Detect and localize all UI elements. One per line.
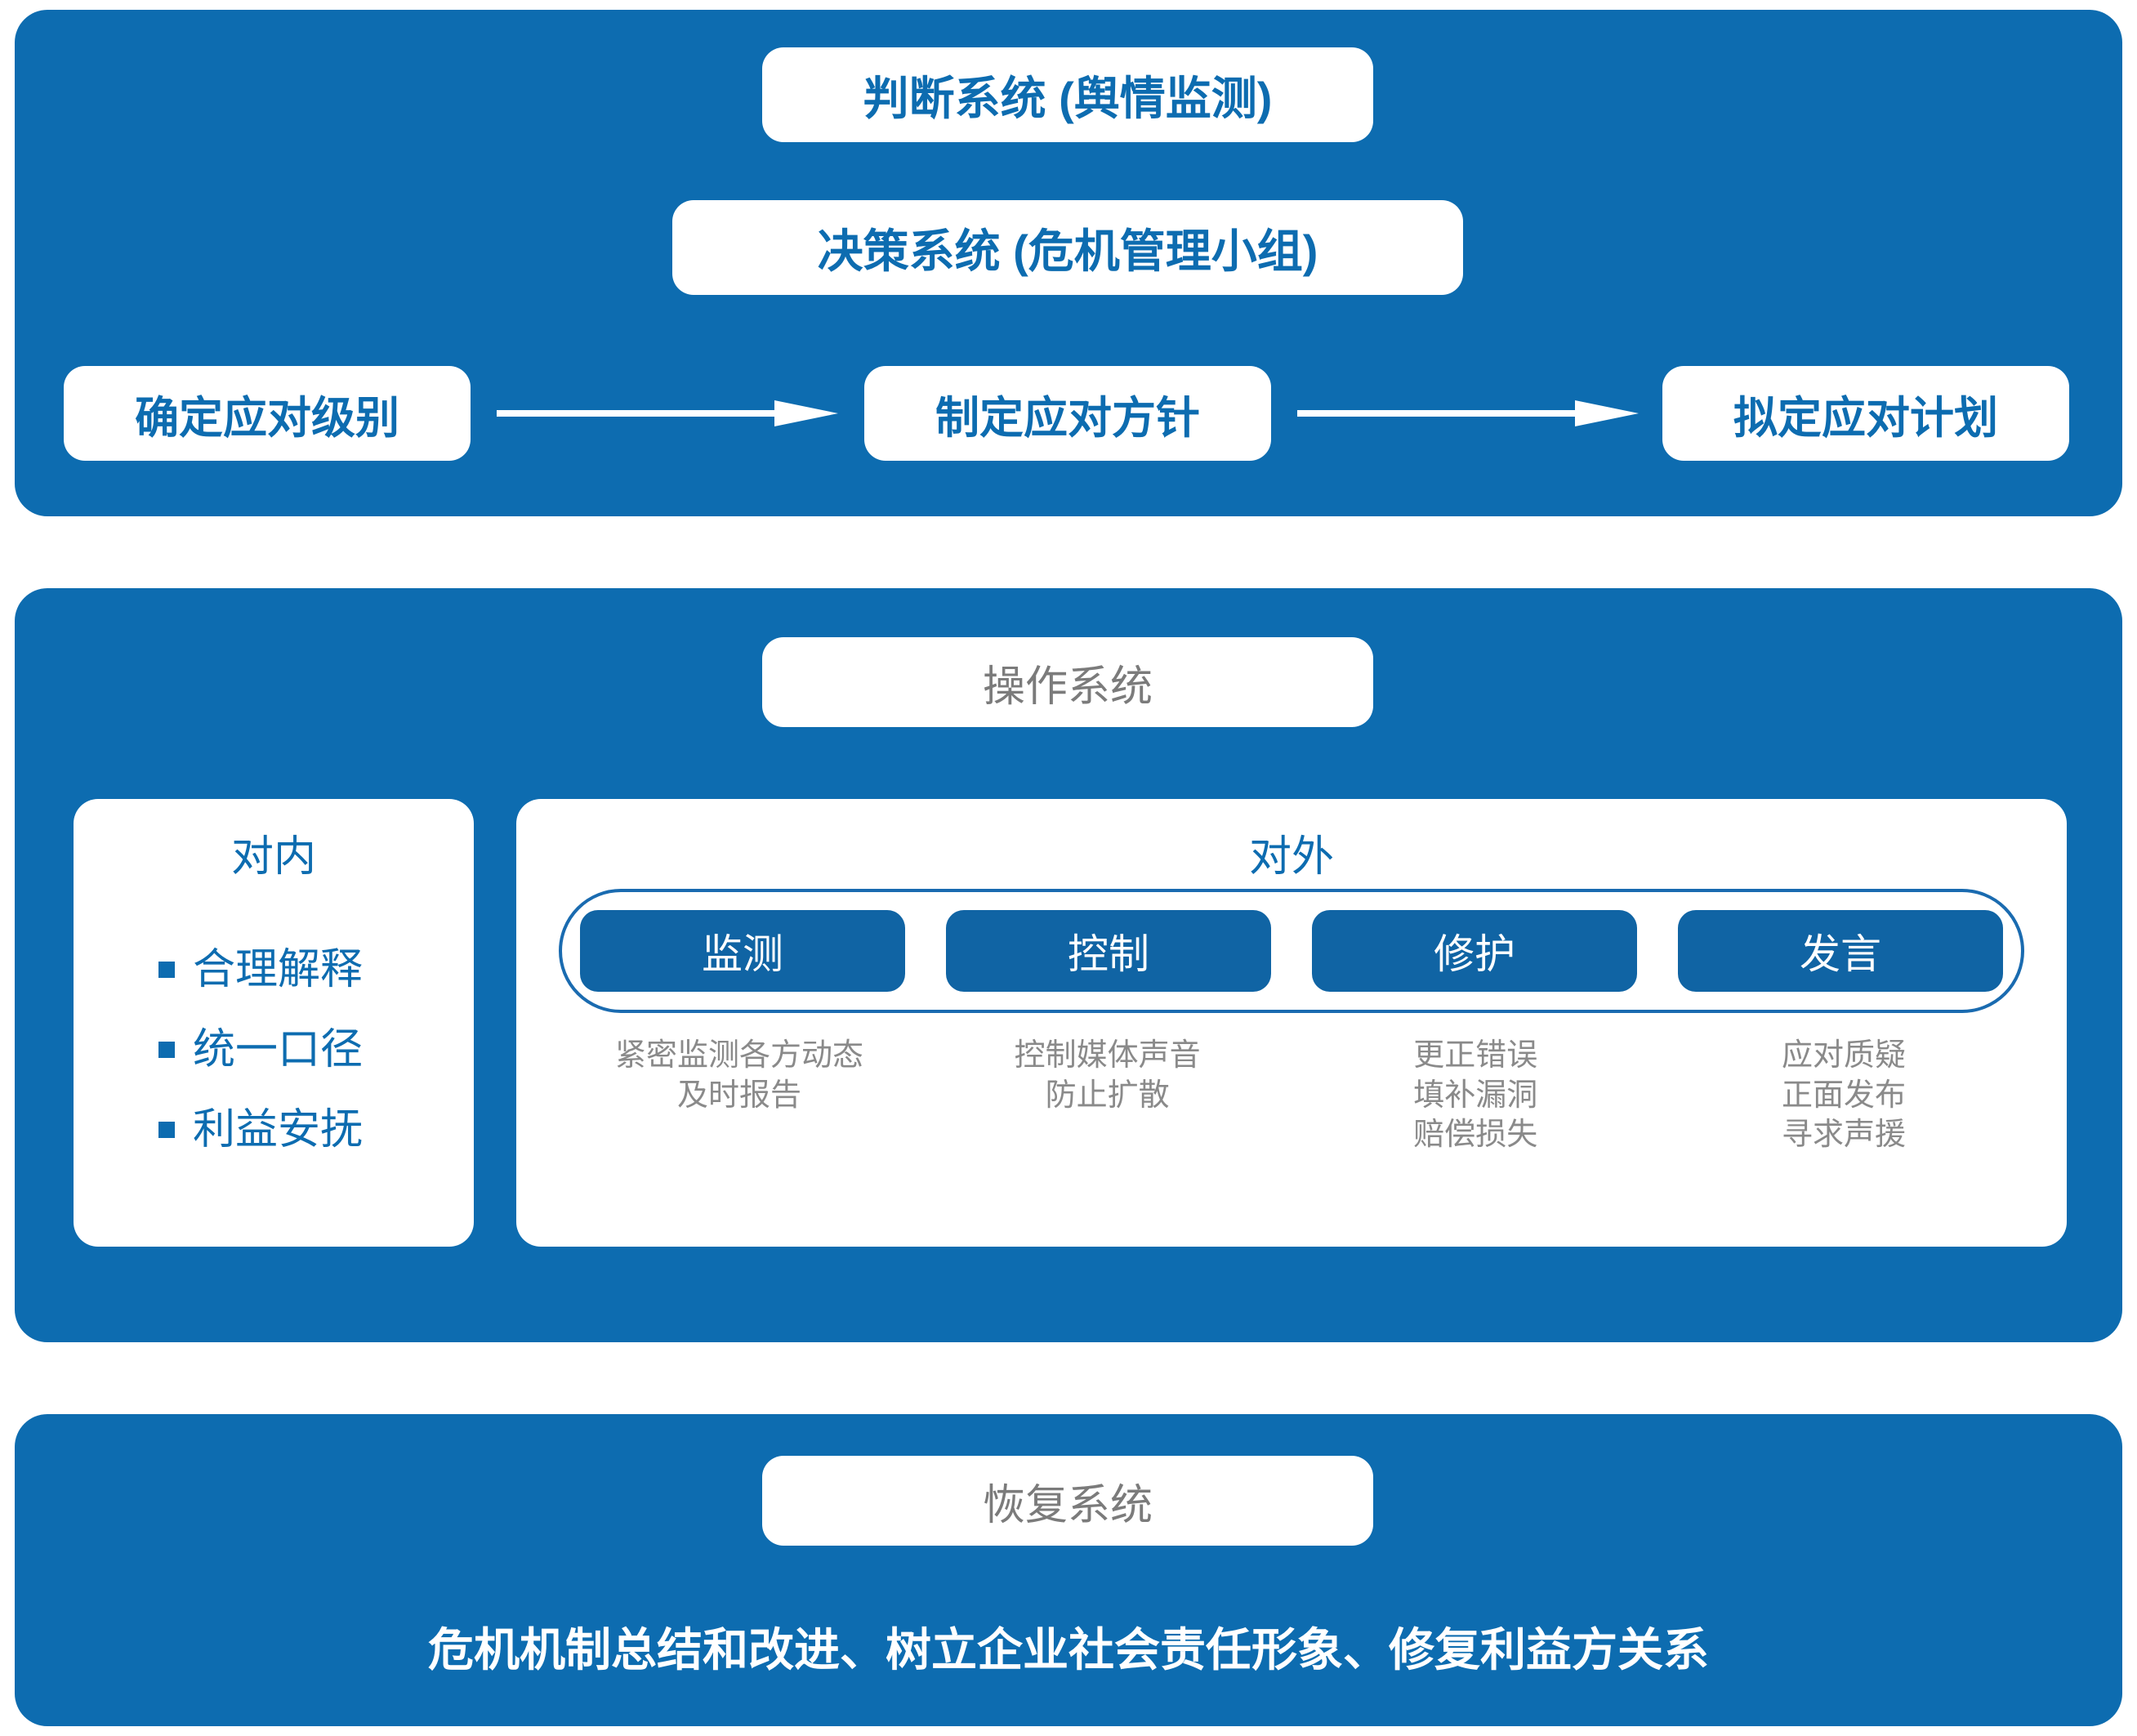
internal-card: 对内 合理解释 统一口径 利益安抚: [74, 799, 474, 1247]
external-action-control[interactable]: 控制: [946, 910, 1271, 992]
external-action-monitor[interactable]: 监测: [580, 910, 905, 992]
flow-step-determine-level[interactable]: 确定应对级别: [64, 366, 471, 461]
external-description-speak: 应对质疑 正面发布 寻求声援: [1681, 1036, 2006, 1155]
description-line: 填补漏洞: [1413, 1078, 1538, 1113]
square-bullet-icon: [158, 1042, 175, 1058]
external-card-title: 对外: [1248, 833, 1334, 881]
judge-system-chip[interactable]: 判断系统 (舆情监测): [762, 47, 1373, 142]
square-bullet-icon: [158, 962, 175, 978]
description-line: 紧密监测各方动态: [614, 1038, 863, 1073]
response-flow-row: 确定应对级别 制定应对方针 拟定应对计划: [0, 366, 2137, 461]
description-line: 应对质疑: [1781, 1038, 1906, 1073]
description-line: 防止扩散: [1045, 1078, 1170, 1113]
description-line: 正面发布: [1781, 1078, 1906, 1113]
list-item-label: 统一口径: [193, 1026, 364, 1073]
description-line: 及时报告: [676, 1078, 801, 1113]
recovery-system-chip[interactable]: 恢复系统: [762, 1456, 1373, 1546]
arrow-right-icon: [497, 400, 838, 426]
description-line: 控制媒体声音: [1014, 1038, 1201, 1073]
external-action-descriptions: 紧密监测各方动态 及时报告 控制媒体声音 防止扩散 更正错误 填补漏洞 赔偿损失…: [559, 1036, 2024, 1155]
internal-card-title: 对内: [230, 833, 316, 881]
list-item[interactable]: 统一口径: [74, 1010, 474, 1090]
list-item-label: 合理解释: [193, 946, 364, 993]
external-card: 对外 监测 控制 修护 发言 紧密监测各方动态 及时报告 控制媒体声音 防止扩散…: [516, 799, 2067, 1247]
list-item[interactable]: 合理解释: [74, 930, 474, 1010]
external-action-speak[interactable]: 发言: [1678, 910, 2003, 992]
description-line: 寻求声援: [1781, 1118, 1906, 1153]
flow-step-draft-plan[interactable]: 拟定应对计划: [1662, 366, 2069, 461]
external-description-repair: 更正错误 填补漏洞 赔偿损失: [1313, 1036, 1638, 1155]
external-description-control: 控制媒体声音 防止扩散: [945, 1036, 1270, 1155]
internal-item-list: 合理解释 统一口径 利益安抚: [74, 930, 474, 1170]
list-item-label: 利益安抚: [193, 1106, 364, 1154]
description-line: 赔偿损失: [1413, 1118, 1538, 1153]
external-action-pill-group: 监测 控制 修护 发言: [559, 889, 2024, 1013]
external-description-monitor: 紧密监测各方动态 及时报告: [577, 1036, 902, 1155]
arrow-right-icon: [1297, 400, 1639, 426]
description-line: 更正错误: [1413, 1038, 1538, 1073]
decision-system-chip[interactable]: 决策系统 (危机管理小组): [672, 200, 1463, 295]
external-action-repair[interactable]: 修护: [1312, 910, 1637, 992]
square-bullet-icon: [158, 1122, 175, 1138]
recovery-summary-text: 危机机制总结和改进、树立企业社会责任形象、修复利益方关系: [428, 1624, 1709, 1676]
list-item[interactable]: 利益安抚: [74, 1090, 474, 1170]
operation-system-chip[interactable]: 操作系统: [762, 637, 1373, 727]
flow-step-make-policy[interactable]: 制定应对方针: [864, 366, 1271, 461]
